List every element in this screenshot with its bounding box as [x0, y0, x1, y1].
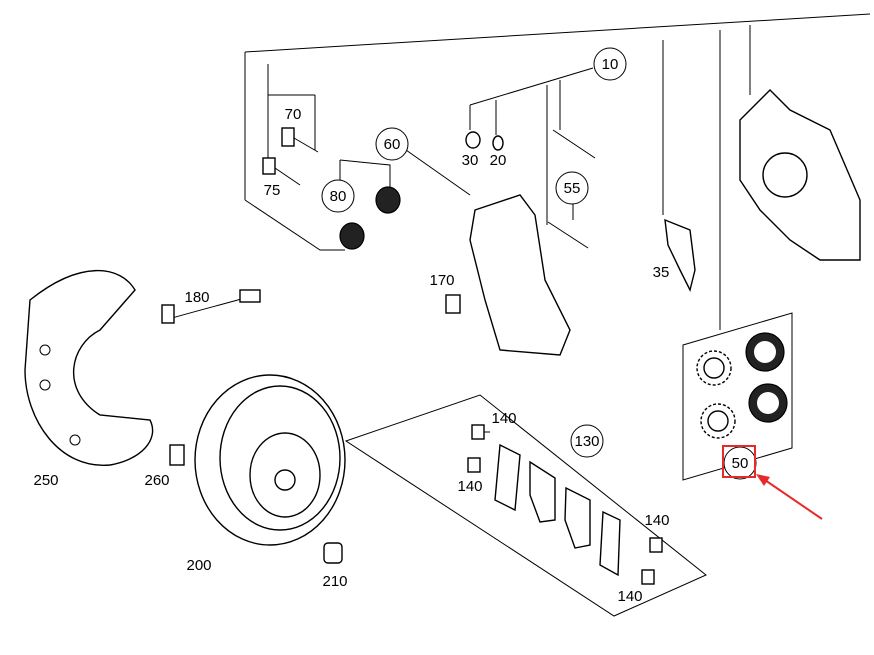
callout-circles — [321, 47, 757, 480]
callout-170[interactable]: 170 — [429, 272, 454, 289]
splash-shield-250 — [24, 269, 154, 466]
highlight-box — [722, 445, 756, 478]
callout-200[interactable]: 200 — [186, 557, 211, 574]
callout-10[interactable]: 10 — [602, 56, 619, 73]
caliper-carrier — [469, 194, 571, 356]
callout-50[interactable]: 50 — [732, 455, 749, 472]
callout-55[interactable]: 55 — [564, 180, 581, 197]
callout-70[interactable]: 70 — [285, 106, 302, 123]
leader-lines — [244, 13, 871, 617]
callout-250[interactable]: 250 — [33, 472, 58, 489]
callout-80[interactable]: 80 — [330, 188, 347, 205]
part-shapes — [24, 89, 861, 585]
callout-75[interactable]: 75 — [264, 182, 281, 199]
callout-30[interactable]: 30 — [462, 152, 479, 169]
callout-130[interactable]: 130 — [574, 433, 599, 450]
callout-35[interactable]: 35 — [653, 264, 670, 281]
callout-180[interactable]: 180 — [184, 289, 209, 306]
callout-60[interactable]: 60 — [384, 136, 401, 153]
callout-260[interactable]: 260 — [144, 472, 169, 489]
callout-140[interactable]: 140 — [457, 478, 482, 495]
callout-140[interactable]: 140 — [491, 410, 516, 427]
callout-20[interactable]: 20 — [490, 152, 507, 169]
highlight-arrow — [756, 474, 823, 520]
callout-210[interactable]: 210 — [322, 573, 347, 590]
callout-140[interactable]: 140 — [617, 588, 642, 605]
callout-140[interactable]: 140 — [644, 512, 669, 529]
